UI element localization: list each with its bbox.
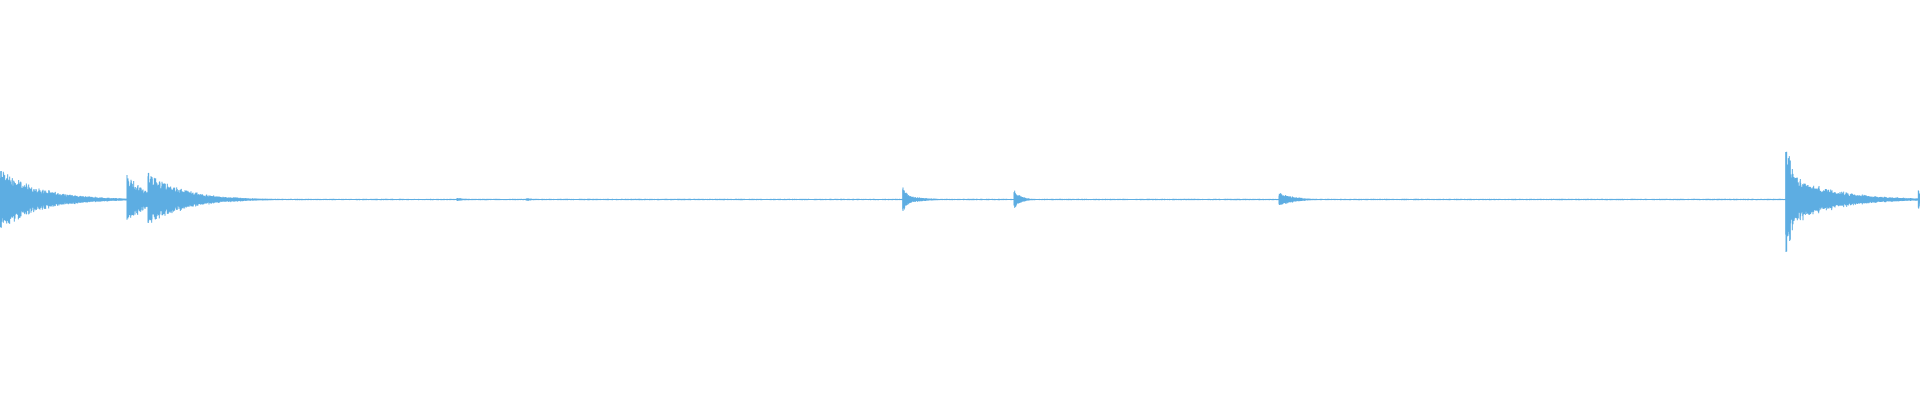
waveform-trace — [0, 151, 1920, 252]
